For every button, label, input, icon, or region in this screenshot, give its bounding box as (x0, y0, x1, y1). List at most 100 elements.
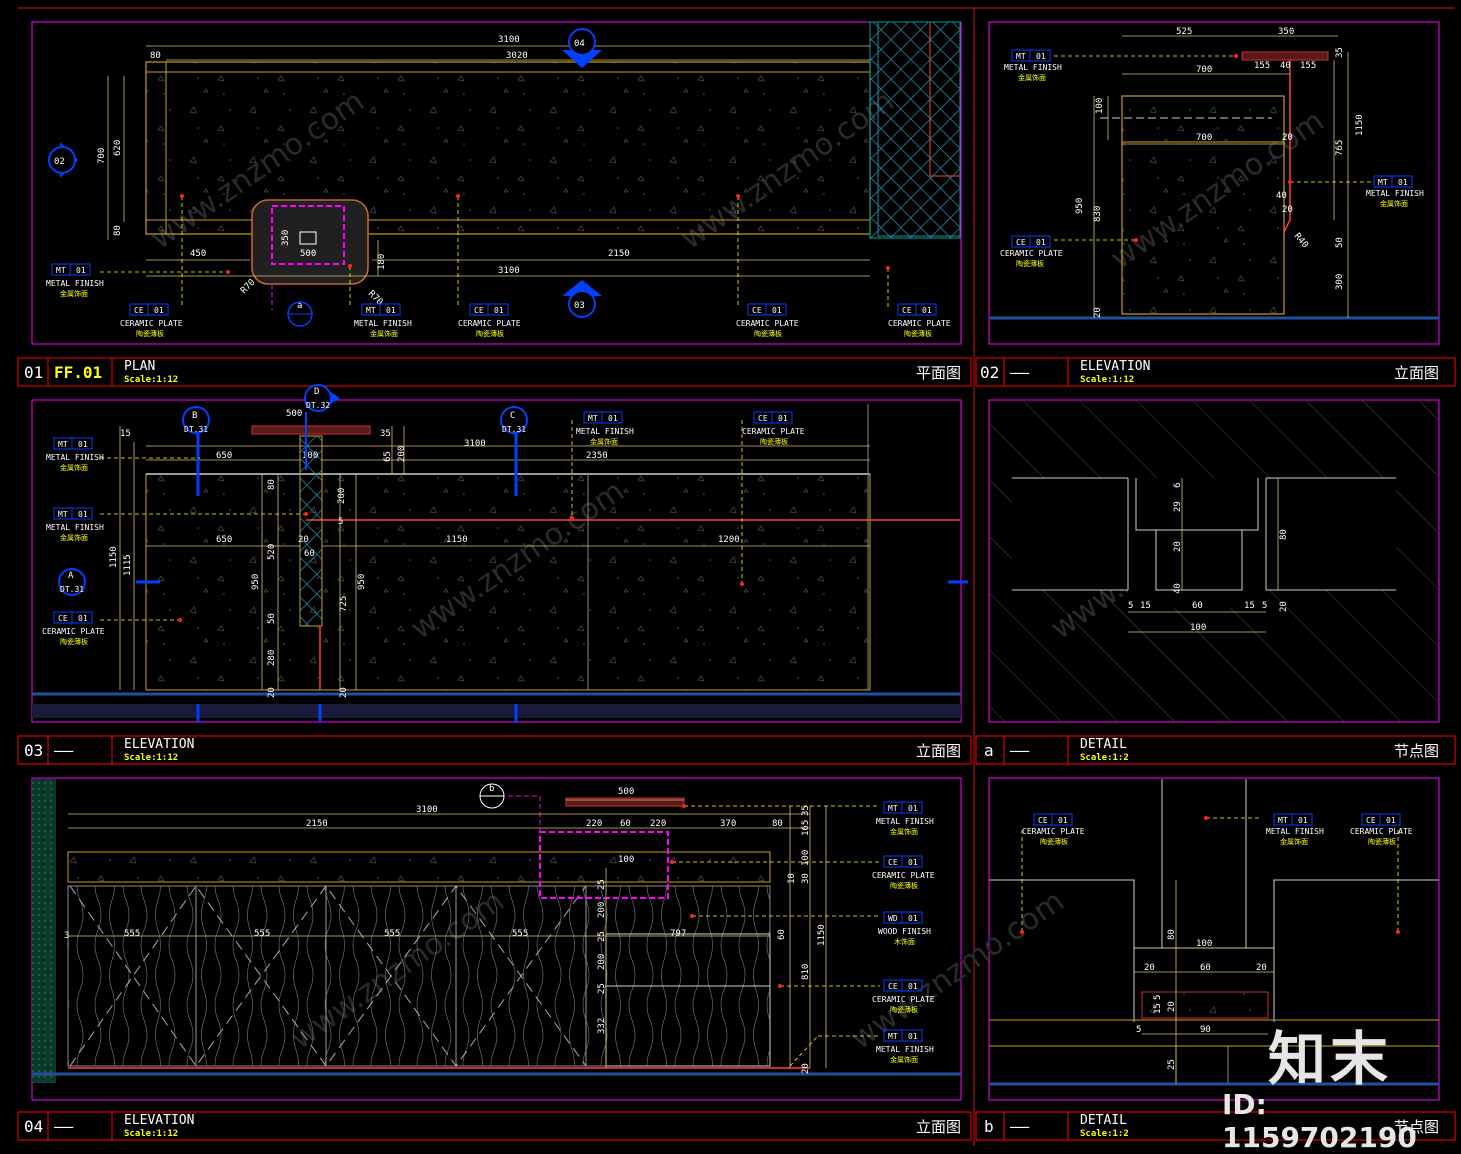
svg-text:500: 500 (618, 787, 634, 797)
svg-text:a: a (297, 301, 302, 311)
svg-text:ELEVATION: ELEVATION (1080, 359, 1150, 374)
svg-text:40: 40 (1280, 61, 1291, 71)
svg-text:5: 5 (1262, 601, 1267, 611)
svg-text:金属饰面: 金属饰面 (890, 827, 918, 836)
svg-text:15: 15 (120, 429, 131, 439)
title-bar-a: a —— DETAIL Scale:1:2 节点图 (975, 735, 1456, 765)
svg-text:METAL FINISH: METAL FINISH (876, 817, 934, 826)
svg-text:01: 01 (1298, 816, 1308, 825)
section-symbol-A[interactable]: A DT.31 (58, 568, 160, 596)
svg-text:200: 200 (337, 488, 347, 504)
svg-text:1200: 1200 (718, 535, 740, 545)
detail-callout-a[interactable]: a (287, 301, 313, 327)
svg-text:80: 80 (150, 51, 161, 61)
svg-text:2150: 2150 (306, 819, 328, 829)
svg-text:80: 80 (1167, 929, 1177, 940)
svg-text:5: 5 (338, 517, 343, 527)
svg-text:CERAMIC PLATE: CERAMIC PLATE (888, 319, 951, 328)
svg-text:5: 5 (1153, 995, 1163, 1000)
svg-text:100: 100 (1095, 98, 1105, 114)
svg-text:DT.31: DT.31 (184, 425, 208, 434)
svg-text:810: 810 (801, 964, 811, 980)
title-bar-04: 04 —— ELEVATION Scale:1:12 立面图 (17, 1111, 972, 1141)
svg-text:金属饰面: 金属饰面 (370, 329, 398, 338)
svg-text:金属饰面: 金属饰面 (890, 1055, 918, 1064)
svg-text:MT: MT (1378, 178, 1388, 187)
svg-text:MT: MT (58, 510, 68, 519)
svg-text:CE: CE (134, 306, 144, 315)
section-symbol-04[interactable]: 04 (562, 28, 602, 68)
svg-text:CERAMIC PLATE: CERAMIC PLATE (872, 871, 935, 880)
svg-text:R40: R40 (1292, 232, 1310, 251)
svg-text:CERAMIC PLATE: CERAMIC PLATE (120, 319, 183, 328)
section-symbol-C[interactable]: C DT.31 (500, 406, 528, 496)
svg-text:Scale:1:12: Scale:1:12 (1080, 375, 1134, 385)
svg-text:350: 350 (281, 230, 291, 246)
svg-text:MT: MT (56, 266, 66, 275)
svg-text:CERAMIC PLATE: CERAMIC PLATE (1000, 249, 1063, 258)
svg-text:20: 20 (1167, 1001, 1177, 1012)
section-symbol-B[interactable]: B DT.31 (182, 406, 210, 496)
svg-text:520: 520 (267, 544, 277, 560)
svg-text:DT.31: DT.31 (60, 585, 84, 594)
svg-text:MT: MT (1016, 52, 1026, 61)
svg-text:01: 01 (1058, 816, 1068, 825)
svg-text:01: 01 (1036, 238, 1046, 247)
detail-callout-b[interactable]: b (479, 783, 505, 809)
svg-text:01: 01 (1036, 52, 1046, 61)
svg-text:金属饰面: 金属饰面 (590, 437, 618, 446)
svg-text:20: 20 (1173, 541, 1183, 552)
svg-text:1150: 1150 (817, 924, 827, 946)
panel-a-detail: 6 29 20 40 80 5 15 60 15 5 20 100 (990, 401, 1438, 721)
svg-text:280: 280 (267, 650, 277, 666)
svg-text:01: 01 (908, 858, 918, 867)
svg-text:3100: 3100 (498, 35, 520, 45)
section-symbol-D[interactable]: D DT.32 (304, 384, 340, 470)
svg-text:a: a (984, 741, 994, 760)
svg-text:500: 500 (286, 409, 302, 419)
svg-text:MT: MT (888, 804, 898, 813)
svg-text:DT.32: DT.32 (306, 401, 330, 410)
svg-text:65: 65 (383, 451, 393, 462)
svg-text:25: 25 (597, 879, 607, 890)
svg-text:陶瓷薄板: 陶瓷薄板 (136, 329, 164, 338)
svg-text:40: 40 (1173, 583, 1183, 594)
svg-text:www.znzmo.com: www.znzmo.com (845, 884, 1071, 1057)
svg-text:35: 35 (801, 805, 811, 816)
svg-text:01: 01 (76, 266, 86, 275)
svg-text:25: 25 (597, 983, 607, 994)
svg-text:01: 01 (78, 510, 88, 519)
svg-text:60: 60 (304, 549, 315, 559)
svg-text:立面图: 立面图 (916, 1118, 961, 1136)
svg-text:332: 332 (597, 1018, 607, 1034)
panel-01-plan: 3100 3020 80 700 620 80 450 500 350 2150… (46, 21, 961, 338)
svg-text:CE: CE (902, 306, 912, 315)
svg-text:1150: 1150 (1355, 114, 1365, 136)
panel-03-elevation: 500 35 15 3100 650 100 2350 65 200 80 20… (32, 384, 968, 722)
svg-text:MT: MT (366, 306, 376, 315)
svg-text:950: 950 (1075, 198, 1085, 214)
svg-text:725: 725 (339, 596, 349, 612)
section-symbol-03[interactable]: 03 (562, 280, 602, 318)
svg-text:DT.31: DT.31 (502, 425, 526, 434)
svg-text:陶瓷薄板: 陶瓷薄板 (760, 437, 788, 446)
svg-text:01: 01 (908, 804, 918, 813)
svg-text:D: D (314, 387, 319, 397)
panel-02-elevation: 525 350 155 40 155 35 700 700 100 1150 7… (989, 27, 1439, 320)
section-symbol-02[interactable]: 02 (48, 142, 78, 178)
svg-text:03: 03 (24, 741, 43, 760)
svg-text:555: 555 (254, 929, 270, 939)
svg-text:797: 797 (670, 929, 686, 939)
svg-text:01: 01 (154, 306, 164, 315)
sheet-separators (18, 7, 1455, 1146)
svg-text:700: 700 (97, 148, 107, 164)
svg-text:200: 200 (597, 902, 607, 918)
svg-text:CE: CE (1366, 816, 1376, 825)
svg-text:DETAIL: DETAIL (1080, 1113, 1127, 1128)
svg-text:40: 40 (1276, 191, 1287, 201)
svg-text:50: 50 (267, 613, 277, 624)
